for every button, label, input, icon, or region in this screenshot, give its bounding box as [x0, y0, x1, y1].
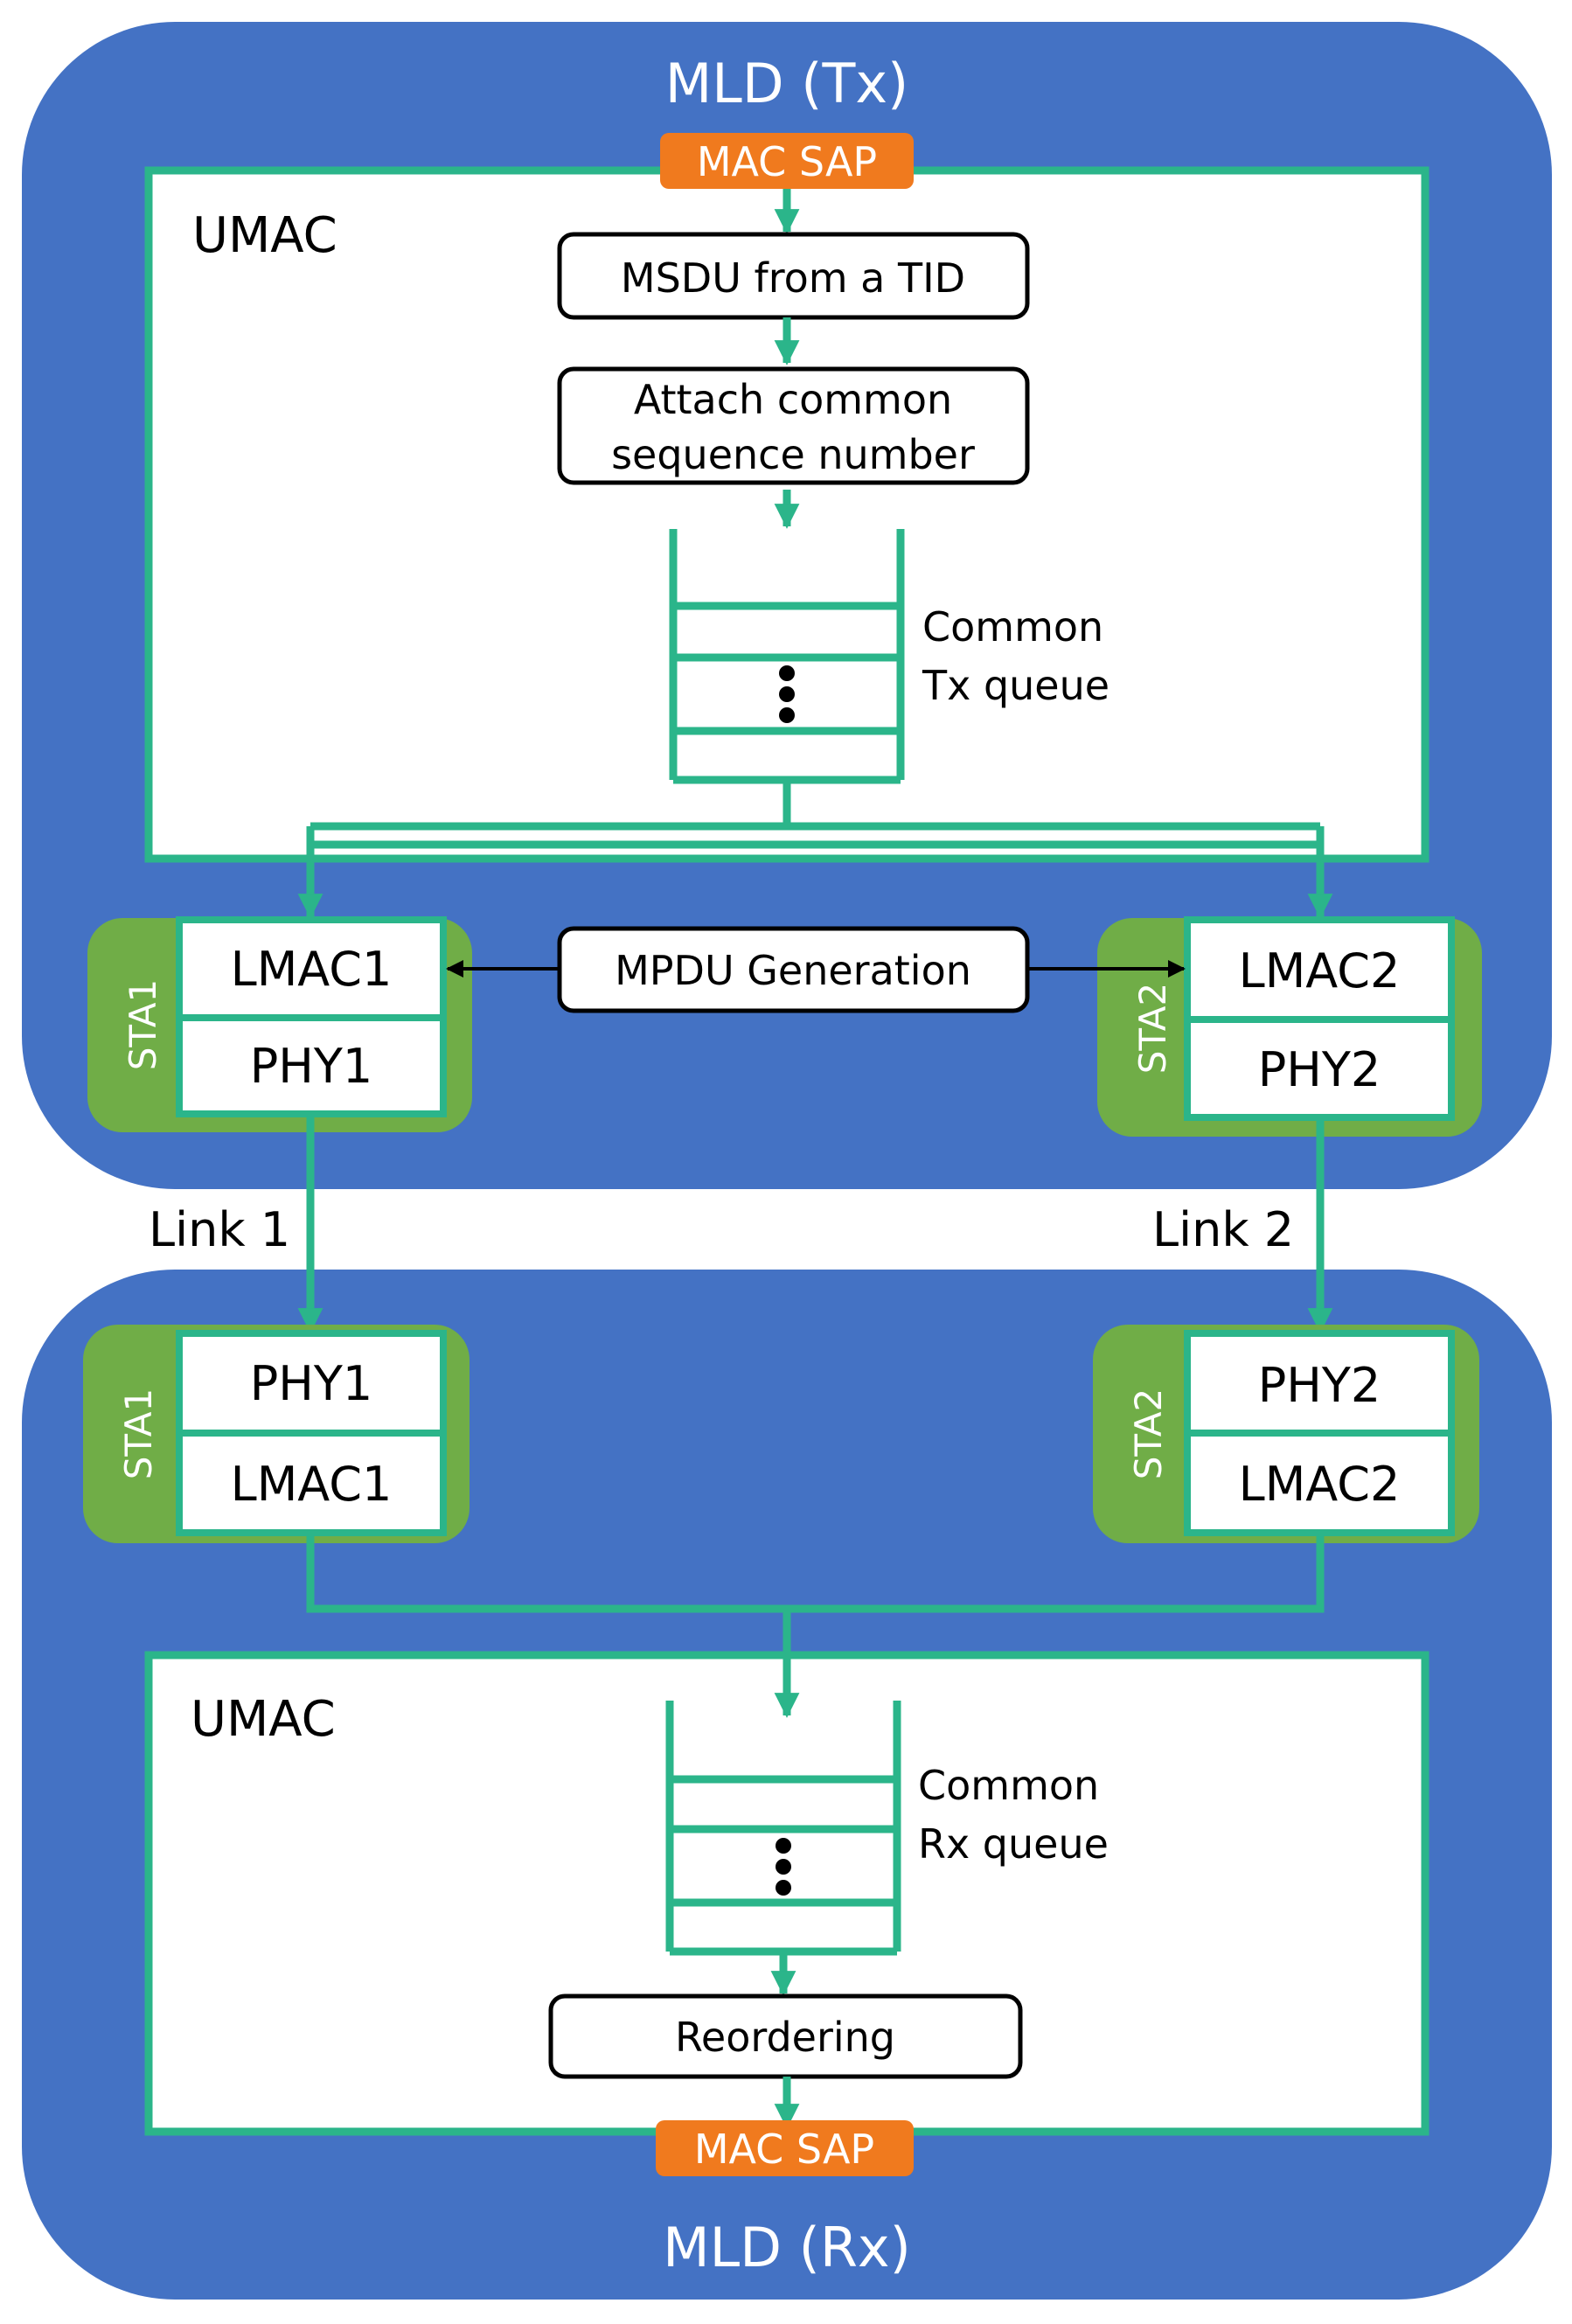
- tx-queue-ellipsis: [779, 665, 795, 723]
- tx-queue-label-line2: Tx queue: [922, 662, 1109, 709]
- rx-phy1-label: PHY1: [250, 1356, 373, 1411]
- rx-queue-label-line1: Common: [918, 1762, 1099, 1809]
- tx-sta1-label: STA1: [122, 979, 164, 1071]
- tx-mac-sap: [660, 133, 914, 189]
- tx-mld-title: MLD (Tx): [665, 52, 908, 115]
- rx-sta2-label: STA2: [1127, 1388, 1170, 1480]
- tx-mpdu-label: MPDU Generation: [615, 947, 971, 994]
- tx-msdu-box: [557, 232, 1030, 320]
- rx-lmac2-label: LMAC2: [1239, 1457, 1401, 1512]
- link1-label: Link 1: [149, 1202, 290, 1257]
- tx-phy1-box: [176, 1014, 447, 1117]
- rx-phy2-box: [1184, 1330, 1455, 1437]
- rx-merge-lines: [306, 1533, 1325, 1613]
- tx-queue-label-line1: Common: [922, 603, 1103, 651]
- tx-phy1-label: PHY1: [250, 1039, 373, 1094]
- rx-lmac1-box: [176, 1430, 447, 1536]
- tx-seq-label-line1: Attach common: [634, 376, 952, 423]
- rx-common-queue: [665, 1701, 901, 1956]
- tx-lmac2-label: LMAC2: [1239, 943, 1401, 998]
- tx-phy2-label: PHY2: [1258, 1042, 1381, 1097]
- rx-queue-label-line2: Rx queue: [918, 1820, 1109, 1868]
- rx-mac-sap-label: MAC SAP: [694, 2126, 874, 2173]
- rx-lmac2-box: [1184, 1430, 1455, 1536]
- tx-sta2-label: STA2: [1131, 983, 1174, 1075]
- rx-queue-ellipsis: [776, 1838, 791, 1896]
- tx-umac-label: UMAC: [192, 207, 337, 264]
- rx-mac-sap: [656, 2120, 914, 2176]
- rx-umac-label: UMAC: [191, 1691, 336, 1748]
- rx-phy2-label: PHY2: [1258, 1358, 1381, 1413]
- tx-msdu-label: MSDU from a TID: [621, 254, 965, 302]
- tx-seq-label-line2: sequence number: [611, 431, 975, 478]
- rx-lmac1-label: LMAC1: [231, 1457, 393, 1512]
- tx-mac-sap-label: MAC SAP: [697, 138, 877, 185]
- tx-distribution-lines: [310, 780, 1320, 849]
- rx-mld-title: MLD (Rx): [663, 2216, 911, 2279]
- rx-reorder-label: Reordering: [675, 2014, 895, 2061]
- rx-sta1-label: STA1: [117, 1388, 160, 1480]
- tx-seq-box: [557, 366, 1030, 485]
- tx-lmac2-box: [1184, 916, 1455, 1023]
- link2-label: Link 2: [1152, 1202, 1294, 1257]
- tx-phy2-box: [1184, 1016, 1455, 1121]
- tx-lmac1-label: LMAC1: [231, 942, 393, 997]
- tx-common-queue: [669, 529, 905, 784]
